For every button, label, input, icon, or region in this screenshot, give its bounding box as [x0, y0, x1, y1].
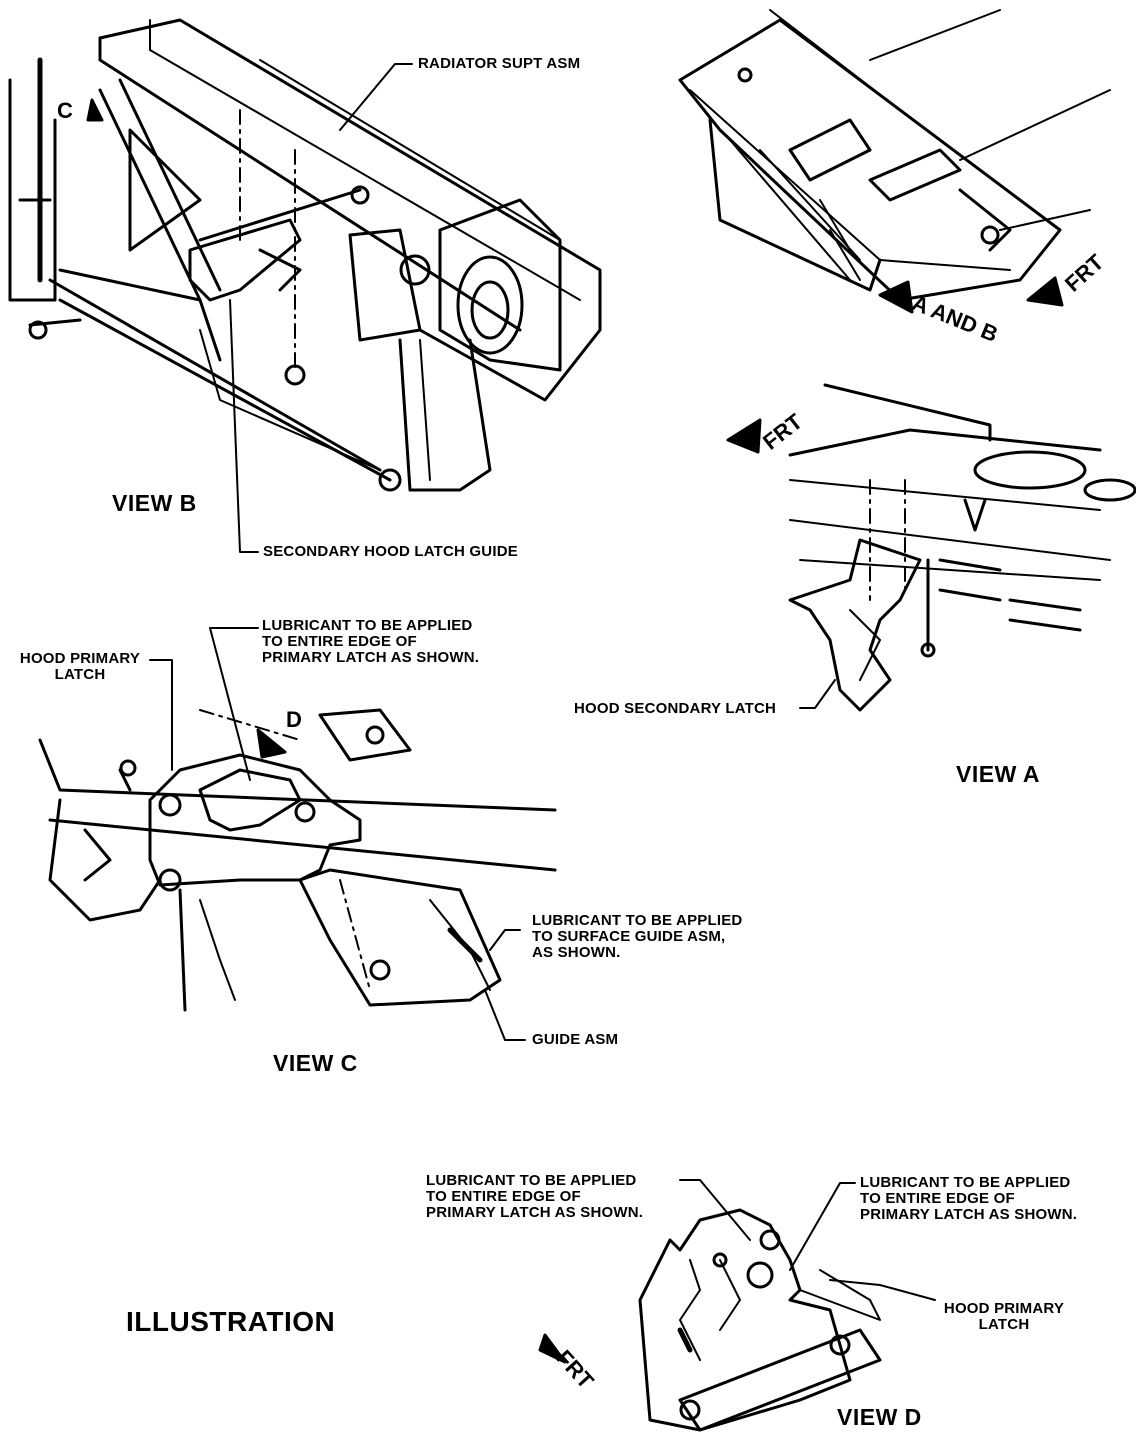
marker-d: D [286, 707, 302, 732]
label-secondary-hood-latch-guide: SECONDARY HOOD LATCH GUIDE [263, 543, 518, 560]
view-c-drawing [38, 627, 557, 1041]
label-hood-secondary-latch: HOOD SECONDARY LATCH [574, 700, 777, 717]
view-c-title: VIEW C [273, 1050, 358, 1076]
label-hood-primary-latch-view-d: HOOD PRIMARY LATCH [943, 1300, 1065, 1333]
label-lubricant-primary-view-c: LUBRICANT TO BE APPLIED TO ENTIRE EDGE O… [262, 617, 480, 666]
arrow-icon [726, 418, 762, 454]
label-radiator-support: RADIATOR SUPT ASM [418, 55, 581, 72]
view-a-drawing [726, 383, 1136, 712]
view-d-title: VIEW D [837, 1404, 922, 1430]
illustration-title: ILLUSTRATION [126, 1306, 336, 1337]
view-b-drawing [8, 18, 602, 553]
label-lubricant-view-d-right: LUBRICANT TO BE APPLIED TO ENTIRE EDGE O… [860, 1174, 1078, 1223]
label-hood-primary-latch-view-c: HOOD PRIMARY LATCH [19, 650, 141, 683]
label-lubricant-view-d-left: LUBRICANT TO BE APPLIED TO ENTIRE EDGE O… [426, 1172, 644, 1221]
front-end-drawing [678, 9, 1111, 314]
view-b-title: VIEW B [112, 490, 197, 516]
arrow-icon [878, 280, 914, 314]
arrow-icon [538, 1333, 567, 1364]
label-guide-asm: GUIDE ASM [532, 1031, 619, 1048]
marker-c: C [57, 98, 73, 123]
label-lubricant-guide-asm: LUBRICANT TO BE APPLIED TO SURFACE GUIDE… [532, 912, 743, 961]
view-a-title: VIEW A [956, 761, 1040, 787]
view-d-drawing [538, 1179, 936, 1432]
arrow-icon [1026, 276, 1064, 307]
arrow-icon [256, 728, 287, 759]
